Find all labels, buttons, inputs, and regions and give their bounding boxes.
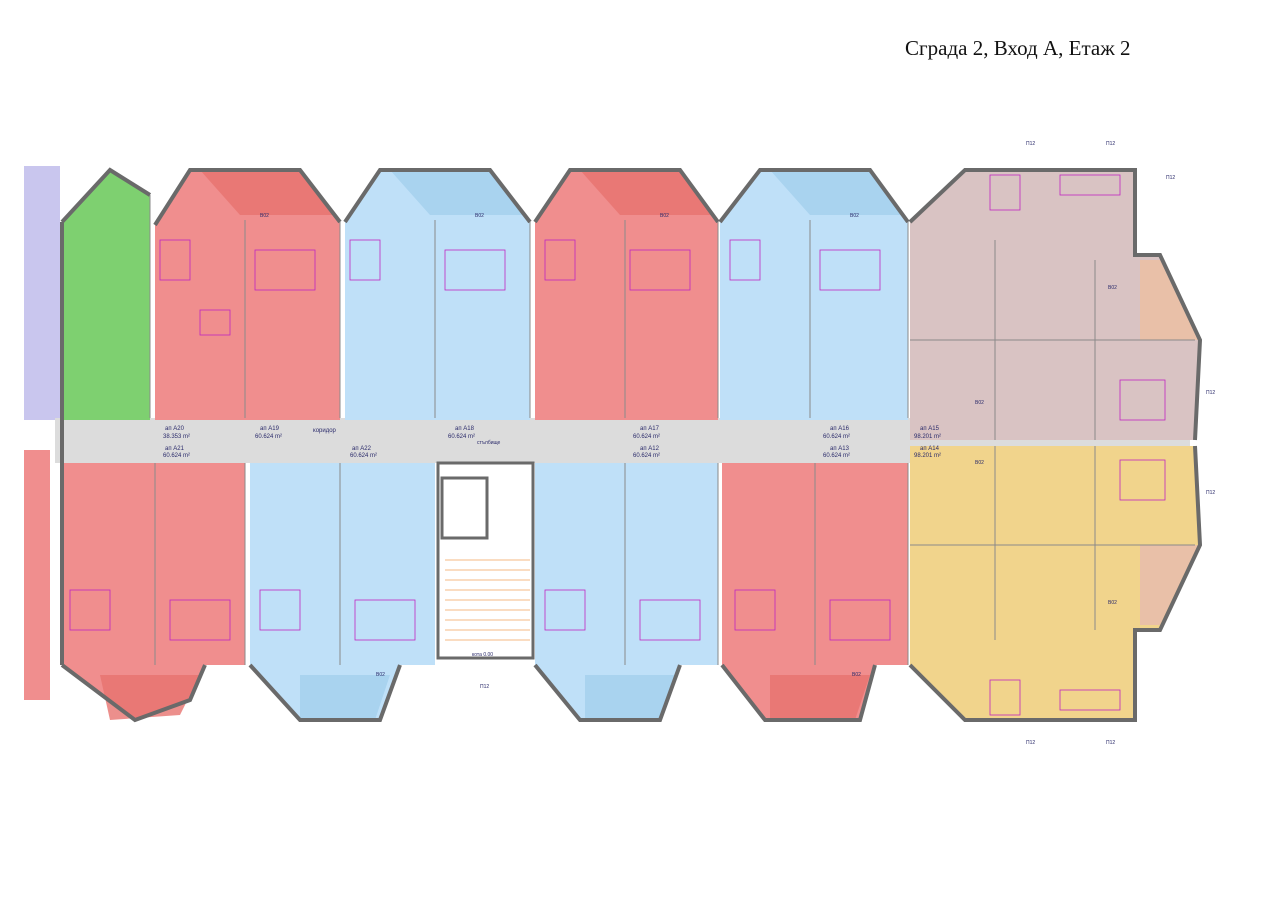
apartment-a18-area: 60.624 m²	[448, 434, 476, 440]
corridor-band	[55, 418, 925, 463]
apartment-a15-shape	[910, 170, 1200, 440]
furniture	[69, 174, 1166, 716]
apartment-a14-area: 98.201 m²	[914, 453, 942, 459]
apartment-a19-shape	[155, 170, 340, 420]
apartment-a16-shape	[720, 170, 908, 420]
apartment-a22-shape	[250, 463, 435, 720]
window-code-right-3: П12	[1206, 490, 1216, 496]
partial-unit-pink-left	[24, 450, 50, 700]
window-code-bottom-2: П12	[1106, 740, 1116, 746]
apartment-a14-name: ап А14	[920, 446, 939, 452]
window-code-bottom-1: П12	[1026, 740, 1036, 746]
apartment-a19-name: ап А19	[260, 426, 279, 432]
balcony-right-a15	[1140, 260, 1198, 340]
door-code-2: В02	[475, 213, 484, 219]
door-code-3: В02	[660, 213, 669, 219]
apartment-a14-shape	[910, 446, 1200, 720]
apartment-a22-name: ап А22	[352, 446, 371, 452]
apartment-a22-area: 60.624 m²	[350, 453, 378, 459]
window-code-top-1: П12	[1026, 141, 1036, 147]
apartment-a20-shape	[62, 170, 150, 420]
door-code-7: В02	[1108, 285, 1117, 291]
apartment-a19-area: 60.624 m²	[255, 434, 283, 440]
door-code-4: В02	[850, 213, 859, 219]
apartment-a21-shape	[62, 463, 245, 720]
apartment-a17-area: 60.624 m²	[633, 434, 661, 440]
balcony-right-a14	[1140, 545, 1198, 625]
door-code-1: В02	[260, 213, 269, 219]
apartment-a17-name: ап А17	[640, 426, 659, 432]
corridor-label: коридор	[313, 428, 336, 434]
window-code-top-2: П12	[1106, 141, 1116, 147]
apartment-a15-name: ап А15	[920, 426, 939, 432]
door-code-5: В02	[975, 400, 984, 406]
apartment-a17-shape	[535, 170, 718, 420]
apartment-a12-area: 60.624 m²	[633, 453, 661, 459]
apartment-a16-name: ап А16	[830, 426, 849, 432]
window-code-right-2: П12	[1206, 390, 1216, 396]
apartment-a21-area: 60.624 m²	[163, 453, 191, 459]
apartment-a16-area: 60.624 m²	[823, 434, 851, 440]
apartment-a18-shape	[345, 170, 530, 420]
balcony-bottom-a12	[585, 675, 675, 720]
apartment-a13-area: 60.624 m²	[823, 453, 851, 459]
balcony-top-a16	[770, 170, 905, 215]
balcony-top-a18	[390, 170, 525, 215]
balcony-bottom-a13	[770, 675, 870, 720]
window-code-entrance: П12	[480, 684, 490, 690]
apartment-a18-name: ап А18	[455, 426, 474, 432]
page-title: Сграда 2, Вход А, Етаж 2	[905, 36, 1131, 60]
interior-walls	[149, 195, 1195, 665]
stairs-label: стълбище	[477, 440, 501, 446]
apartment-a20-name: ап А20	[165, 426, 184, 432]
door-code-6: В02	[975, 460, 984, 466]
level-label: кота 0.00	[472, 652, 494, 658]
apartment-a12-name: ап А12	[640, 446, 659, 452]
apartment-a20-area: 38.353 m²	[163, 434, 191, 440]
partial-unit-lilac	[24, 166, 60, 420]
apartment-a15-area: 98.201 m²	[914, 434, 942, 440]
apartment-a21-name: ап А21	[165, 446, 184, 452]
apartment-a13-name: ап А13	[830, 446, 849, 452]
elevator-shaft	[440, 476, 489, 540]
door-code-10: В02	[852, 672, 861, 678]
balcony-top-a17	[580, 170, 715, 215]
door-code-8: В02	[1108, 600, 1117, 606]
apartment-a12-shape	[535, 463, 718, 720]
balcony-bottom-a21	[100, 675, 200, 720]
balcony-bottom-a22	[300, 675, 390, 720]
window-code-right-1: П12	[1166, 175, 1176, 181]
door-code-9: В02	[376, 672, 385, 678]
balcony-top-a19	[200, 170, 335, 215]
stair-steps	[445, 559, 530, 641]
exterior-walls	[60, 167, 1203, 723]
